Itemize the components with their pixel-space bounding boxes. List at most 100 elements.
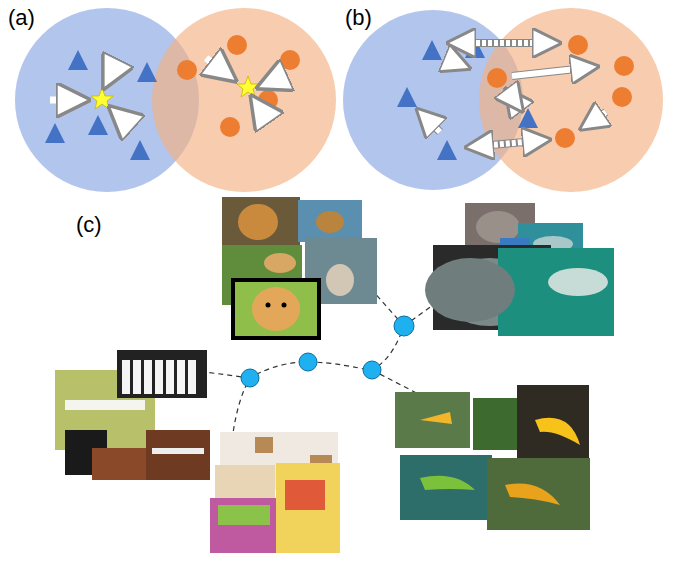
piano-photos-part <box>92 448 146 480</box>
embedding-points-part <box>241 369 259 387</box>
box-photos-part <box>218 505 270 525</box>
toucan-photos-part <box>517 385 589 460</box>
piano-photos-part <box>152 448 204 454</box>
panel-b-part-part <box>420 112 440 132</box>
panel-b-part-part <box>437 140 457 160</box>
panel-a-part-part <box>130 140 150 160</box>
panel-a-part <box>177 35 300 137</box>
dog-photos-part <box>238 204 278 240</box>
dog-photos-part <box>282 303 287 308</box>
dog-photos-part <box>316 211 344 233</box>
box-photos-part <box>210 498 280 553</box>
manatee-photos-part <box>425 258 515 322</box>
toucan-photos-part <box>400 455 492 520</box>
panel-a-part <box>45 50 157 160</box>
panel-a-part-part <box>68 50 88 70</box>
manatee-photos-part <box>498 248 614 336</box>
dog-photos-part <box>264 253 296 273</box>
panel-b-part-part <box>422 40 442 60</box>
panel-a <box>15 8 336 192</box>
dog-photos-part <box>266 303 271 308</box>
dog-photos-part <box>231 278 321 340</box>
panel-b-part-part <box>452 40 556 46</box>
panel-b-part-part <box>470 140 546 147</box>
dog-photos-part <box>298 200 362 242</box>
box-photos <box>210 432 340 553</box>
panel-b-part-part <box>584 112 606 127</box>
embedding-points-part <box>299 353 317 371</box>
manatee-photos <box>425 203 614 336</box>
piano-photos-part-part <box>155 360 163 394</box>
panel-b-part-part <box>487 68 507 88</box>
toucan-photos-part <box>535 418 580 445</box>
toucan-photos-part <box>395 392 470 448</box>
toucan-photos-part <box>420 412 452 424</box>
toucan-photos-part <box>473 398 523 450</box>
box-photos-part <box>276 463 340 553</box>
embedding-curve-part <box>232 326 404 440</box>
panel-b-part-part <box>470 140 546 147</box>
piano-photos-part-part <box>133 360 141 394</box>
panel-b-part-part <box>512 67 594 76</box>
panel-a-part-part <box>50 97 84 104</box>
embedding-points-part <box>394 316 414 336</box>
dog-photos-part <box>326 264 354 296</box>
panel-b-part-part <box>452 39 556 47</box>
dog-photos-part <box>222 197 300 245</box>
piano-photos-part <box>117 350 207 398</box>
panel-a-part-part <box>177 60 197 80</box>
panel-b-part-part <box>518 108 538 128</box>
dog-photos <box>222 197 377 340</box>
panel-label: (a) <box>8 6 35 30</box>
panel-b-part <box>420 43 606 147</box>
panel-a-part-part <box>254 100 268 120</box>
panel-b-part-part <box>568 35 588 55</box>
panel-a-part-part <box>280 50 300 70</box>
panel-a-part-part <box>206 58 232 78</box>
panel-a-part <box>91 88 113 109</box>
piano-photos-part <box>146 430 210 480</box>
panel-b-part-part <box>508 92 520 108</box>
panel-b-part-part <box>555 128 575 148</box>
panel-a-part <box>237 76 259 97</box>
panel-b-part-part <box>584 112 606 127</box>
panel-a-part <box>50 58 280 127</box>
panel-b-part-part <box>508 92 520 108</box>
piano-photos-part-part <box>144 360 152 394</box>
piano-photos-part-part <box>122 360 130 394</box>
manatee-photos-part <box>548 268 608 296</box>
piano-photos-part <box>65 400 145 410</box>
panel-b-part <box>487 35 634 148</box>
panel-b-part-part <box>449 60 466 67</box>
panel-label: (c) <box>76 213 102 237</box>
embedding-points-part <box>363 361 381 379</box>
toucan-photos <box>395 385 590 530</box>
panel-a-part-part <box>262 78 280 86</box>
piano-photos <box>55 350 210 480</box>
toucan-photos-part <box>487 458 590 530</box>
toucan-photos-part <box>420 476 475 490</box>
piano-photos-part-part <box>188 360 196 394</box>
panel-a-part <box>152 8 336 192</box>
panel-a-part-part <box>220 117 240 137</box>
box-photos-part <box>285 480 325 510</box>
panel-b-part-part <box>512 67 594 76</box>
panel-a-part-part <box>106 66 115 84</box>
dog-photos-part <box>235 282 317 336</box>
panel-a-part-part <box>137 62 157 82</box>
panel-b-part-part <box>420 112 440 132</box>
panel-b-part-part <box>397 87 417 107</box>
dog-photos-part <box>252 287 300 331</box>
panel-a-part-part <box>88 115 108 135</box>
box-photos-part <box>255 437 273 453</box>
panel-label: (b) <box>345 6 372 30</box>
piano-photos-part <box>122 360 196 394</box>
piano-photos-part-part <box>177 360 185 394</box>
panel-a-part-part <box>45 123 65 143</box>
panel-b <box>343 8 663 192</box>
piano-photos-part-part <box>166 360 174 394</box>
panel-a-part-part <box>113 110 132 127</box>
panel-b-part-part <box>614 56 634 76</box>
toucan-photos-part <box>505 484 560 505</box>
